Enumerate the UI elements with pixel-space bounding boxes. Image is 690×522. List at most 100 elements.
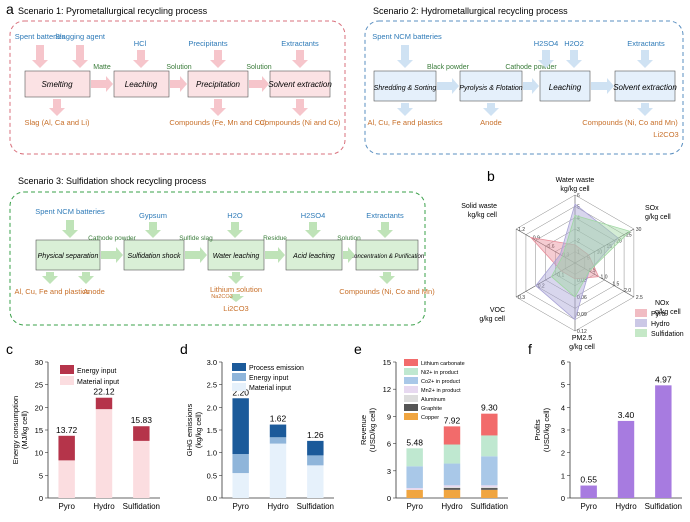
x-tick-label: Sulfidation: [471, 502, 508, 511]
bar-total-label: 9.30: [481, 403, 498, 413]
s3-output-al: Al, Cu, Fe and plastics: [14, 287, 89, 296]
y-tick-label: 12: [383, 385, 391, 394]
scenario2-inputs: Spent NCM batteries H2SO4 H2O2 Extractan…: [372, 32, 665, 48]
s1-input-precipitants: Precipitants: [188, 39, 227, 48]
radar-series-hydro: [535, 203, 619, 321]
legend-swatch: [232, 383, 246, 391]
s2-output-al: Al, Cu, Fe and plastics: [367, 118, 442, 127]
bar-segment: [580, 485, 597, 498]
y-tick-label: 1.5: [207, 426, 217, 435]
bar-segment: [307, 440, 324, 456]
y-tick-label: 3: [387, 467, 391, 476]
y-tick-label: 4: [561, 403, 565, 412]
y-tick-label: 1: [561, 471, 565, 480]
radar-tick-label: 25: [626, 233, 632, 239]
y-tick-label: 0: [561, 494, 565, 503]
scenario3-steps: Physical separation Sulfidation shock Wa…: [35, 239, 425, 271]
bar-segment: [95, 397, 113, 410]
s1-step-precipitation: Precipitation: [196, 80, 241, 89]
radar-axis-line: [515, 228, 576, 264]
s2-input-extractants: Extractants: [627, 39, 665, 48]
panel-letter-a: a: [6, 1, 14, 17]
radar-series-sulfidation: [550, 214, 631, 298]
legend-label: Copper: [421, 415, 439, 421]
scenario2-arrows: [397, 45, 653, 116]
s1-input-hcl: HCl: [134, 39, 147, 48]
radar-tick-label: 0.12: [577, 329, 587, 335]
s3-input-spent: Spent NCM batteries: [35, 207, 105, 216]
radar-axis-label: PM2.5: [572, 335, 592, 342]
s1-input-spent: Spent batteries: [15, 32, 66, 41]
legend-swatch: [60, 365, 74, 374]
radar-tick-label: 15: [606, 244, 612, 250]
scenario1-links: Matte Solution Solution: [93, 64, 272, 71]
panel-letter-c: c: [6, 341, 13, 357]
scenario3-inputs: Spent NCM batteries Gypsum H2O H2SO4 Ext…: [35, 207, 404, 220]
s2-step-solvent: Solvent extraction: [613, 83, 677, 92]
y-axis-label: Revenue(USD/kg cell): [359, 407, 377, 452]
scenario1-outputs: Slag (Al, Ca and Li) Compounds (Fe, Mn a…: [24, 118, 340, 127]
bar-segment: [269, 424, 287, 438]
x-tick-label: Hydro: [267, 502, 289, 511]
bar-segment: [481, 456, 498, 486]
s1-step-smelting: Smelting: [41, 80, 73, 89]
bar-segment: [406, 466, 423, 489]
radar-tick-label: 0.3: [518, 295, 525, 301]
bar-segment: [443, 463, 461, 486]
radar-legend-label: Sulfidation: [651, 331, 684, 338]
radar-series-pyro: [529, 236, 600, 280]
bar-total-label: 22.12: [93, 387, 115, 397]
y-tick-label: 20: [35, 403, 43, 412]
x-tick-label: Hydro: [441, 502, 463, 511]
bar-total-label: 0.55: [580, 475, 597, 485]
bar-segment: [307, 455, 324, 466]
radar-tick-label: 0.3: [562, 253, 569, 259]
y-tick-label: 5: [39, 471, 43, 480]
legend-label: Energy input: [249, 375, 288, 382]
legend-label: Co2+ in product: [421, 379, 460, 385]
scenario2-frame: [364, 20, 684, 155]
scenario2-title: Scenario 2: Hydrometallurgical recycling…: [373, 6, 568, 16]
radar-axis-unit: g/kg cell: [655, 309, 681, 316]
bar-total-label: 2.20: [232, 387, 249, 397]
legend-label: Lithium carbonate: [421, 361, 465, 367]
y-tick-label: 25: [35, 381, 43, 390]
radar-tick-label: 10: [597, 250, 603, 256]
radar-tick-label: 2.5: [636, 295, 643, 301]
y-tick-label: 5: [561, 381, 565, 390]
bar-segment: [481, 485, 498, 488]
legend-label: Material input: [249, 385, 291, 392]
s2-input-h2o2: H2O2: [564, 39, 584, 48]
y-tick-label: 3.0: [207, 358, 217, 367]
bar-segment: [95, 409, 113, 498]
legend-label: Ni2+ in product: [421, 370, 459, 376]
legend-swatch: [404, 395, 418, 402]
x-tick-label: Pyro: [58, 502, 75, 511]
radar-axis-line: [574, 228, 635, 264]
radar-tick-label: 1.0: [601, 275, 608, 281]
bar-segment: [307, 465, 324, 498]
bar-total-label: 13.72: [56, 425, 78, 435]
s1-input-slagging: Slagging agent: [55, 32, 106, 41]
bar-segment: [269, 443, 287, 498]
s3-input-gypsum: Gypsum: [139, 211, 167, 220]
bar-total-label: 1.62: [270, 414, 287, 424]
bar-segment: [406, 489, 423, 498]
s1-input-extractants: Extractants: [281, 39, 319, 48]
panel-letter-e: e: [354, 341, 362, 357]
radar-axis-label: SOx: [645, 205, 659, 212]
s1-step-leaching: Leaching: [125, 80, 158, 89]
s1-step-solvent: Solvent extraction: [268, 80, 332, 89]
bar-segment: [232, 454, 249, 474]
radar-axis-line: [515, 262, 576, 298]
radar-axis-label: NOx: [655, 300, 670, 307]
x-tick-label: Hydro: [93, 502, 115, 511]
s1-link-solution-2: Solution: [246, 64, 271, 71]
legend-label: Material input: [77, 379, 119, 386]
bar-total-label: 5.48: [406, 437, 423, 447]
s3-step-sulfidation: Sulfidation shock: [128, 253, 181, 260]
radar-tick-label: 0.03: [577, 278, 587, 284]
bar-segment: [269, 437, 287, 444]
bar-segment: [443, 485, 461, 488]
legend-swatch: [404, 386, 418, 393]
